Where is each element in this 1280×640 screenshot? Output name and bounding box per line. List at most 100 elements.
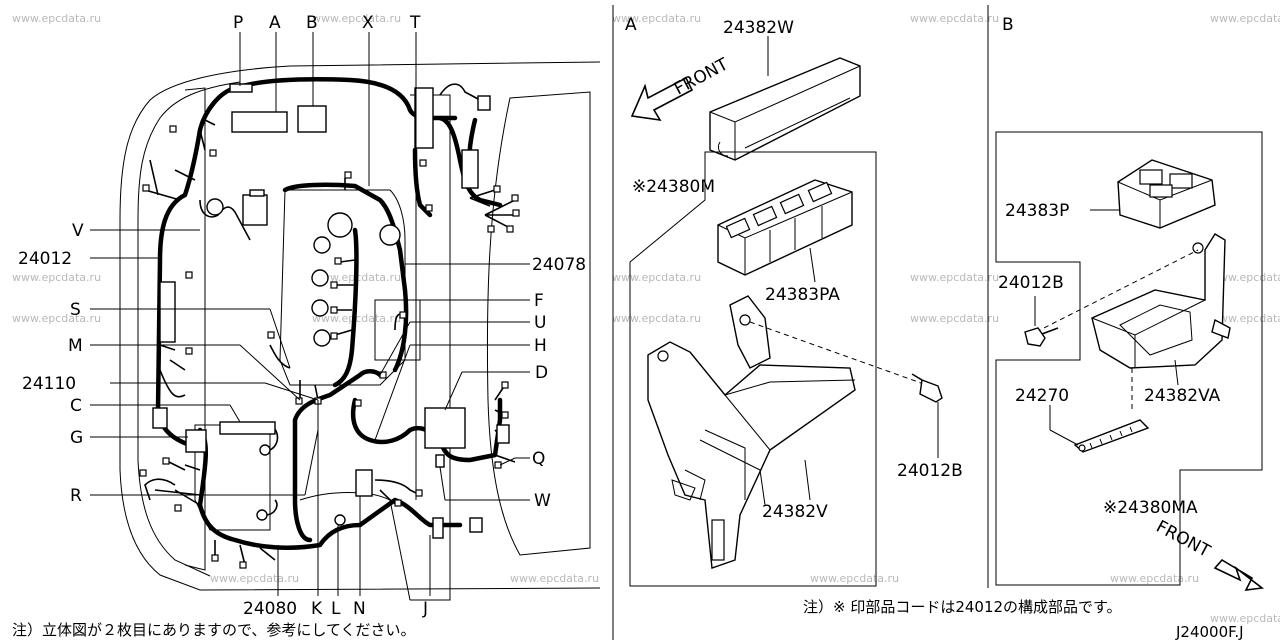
branch-wire bbox=[144, 119, 216, 201]
fuse-block-outline bbox=[374, 299, 421, 361]
main-harness bbox=[155, 85, 238, 448]
watermark: www.epcdata.ru bbox=[510, 572, 599, 585]
callout-q: Q bbox=[532, 449, 545, 469]
leader-line bbox=[1049, 429, 1079, 446]
clip-w bbox=[435, 454, 445, 468]
callout-x: X bbox=[362, 13, 374, 33]
engine-block-outline bbox=[279, 189, 406, 386]
watermark: www.epcdata.ru bbox=[12, 312, 101, 325]
front-arrow-icon bbox=[630, 76, 694, 122]
callout-r: R bbox=[70, 486, 82, 506]
kit-bracket-frame-b bbox=[995, 131, 1263, 586]
small-connector bbox=[425, 204, 433, 212]
callout-p: P bbox=[233, 13, 243, 33]
branch-wire bbox=[494, 384, 516, 463]
callout-24078: 24078 bbox=[532, 255, 586, 275]
small-connector bbox=[501, 381, 509, 389]
small-connector bbox=[139, 469, 147, 477]
small-connector bbox=[487, 225, 495, 233]
branch-wire bbox=[144, 459, 201, 506]
front-label-a: FRONT bbox=[671, 54, 732, 99]
engine-sensor bbox=[313, 236, 331, 254]
assembly-line bbox=[1035, 249, 1199, 333]
small-connector bbox=[330, 306, 338, 314]
small-connector bbox=[415, 489, 423, 497]
callout-24012b-a: 24012B bbox=[897, 461, 963, 481]
component-d bbox=[424, 407, 466, 449]
watermark: www.epcdata.ru bbox=[1210, 612, 1280, 625]
panel-b-heading: B bbox=[1002, 15, 1014, 35]
main-harness bbox=[292, 369, 383, 543]
callout-24383p: 24383P bbox=[1005, 201, 1069, 221]
ground-point bbox=[334, 514, 346, 526]
kit-bracket-frame bbox=[629, 151, 877, 587]
small-connector bbox=[354, 399, 362, 407]
callout-f: F bbox=[534, 291, 544, 311]
relay-b bbox=[297, 105, 327, 133]
front-arrow-icon bbox=[1213, 558, 1265, 591]
small-connector bbox=[493, 185, 501, 193]
battery-terminal-c bbox=[219, 421, 276, 435]
callout-24012b-b: 24012B bbox=[998, 273, 1064, 293]
callout-24012: 24012 bbox=[18, 249, 72, 269]
battery-post bbox=[259, 444, 271, 456]
connector-n bbox=[355, 469, 373, 497]
engine-sensor bbox=[327, 212, 353, 238]
small-connector bbox=[162, 457, 170, 465]
small-connector bbox=[394, 499, 402, 507]
relay-block-24383p bbox=[1117, 159, 1216, 229]
small-connector bbox=[174, 504, 182, 512]
component-box bbox=[461, 149, 479, 189]
small-connector bbox=[330, 332, 338, 340]
engine-sensor bbox=[313, 329, 331, 347]
fuse-box-case-24382va bbox=[1091, 233, 1231, 369]
callout-b: B bbox=[306, 13, 318, 33]
callout-24080: 24080 bbox=[243, 599, 297, 619]
connector bbox=[249, 189, 265, 197]
grommet bbox=[206, 198, 224, 216]
small-connector bbox=[211, 554, 219, 562]
small-connector bbox=[512, 209, 520, 217]
watermark: www.epcdata.ru bbox=[1210, 12, 1280, 25]
callout-s: S bbox=[70, 300, 81, 320]
callout-d: D bbox=[535, 363, 548, 383]
diagram-code: J24000F.J bbox=[1175, 623, 1244, 640]
branch-wire bbox=[439, 83, 481, 101]
callout-j: J bbox=[422, 599, 428, 619]
footnote-second-sheet: 注）立体図が２枚目にありますので、参考にしてください。 bbox=[12, 621, 416, 639]
watermark: www.epcdata.ru bbox=[810, 572, 899, 585]
connector-g bbox=[185, 429, 207, 453]
connector bbox=[469, 517, 483, 533]
small-connector bbox=[267, 331, 275, 339]
watermarks: www.epcdata.ru www.epcdata.ru www.epcdat… bbox=[12, 12, 1280, 625]
branch-wire bbox=[264, 424, 279, 516]
watermark: www.epcdata.ru bbox=[612, 12, 701, 25]
callout-w: W bbox=[534, 491, 551, 511]
callout-24382w: 24382W bbox=[723, 18, 794, 38]
harness-clip-s bbox=[159, 281, 176, 343]
small-connector bbox=[334, 257, 342, 265]
leader-line bbox=[804, 459, 811, 501]
callout-l: L bbox=[331, 599, 341, 619]
strut-tower-bracket bbox=[414, 87, 434, 149]
engine-sensor bbox=[311, 299, 329, 317]
fuse-box-case-24382v bbox=[647, 295, 856, 569]
watermark: www.epcdata.ru bbox=[312, 12, 401, 25]
body-outline-inner bbox=[137, 81, 241, 577]
connector bbox=[152, 407, 168, 429]
callout-t: T bbox=[409, 13, 421, 33]
small-connector bbox=[511, 194, 519, 202]
connector-p bbox=[229, 83, 253, 93]
relay-block-24383pa bbox=[717, 179, 853, 276]
callout-24110: 24110 bbox=[22, 374, 76, 394]
leader-line bbox=[1174, 359, 1179, 386]
watermark: www.epcdata.ru bbox=[12, 12, 101, 25]
clip-j bbox=[432, 517, 444, 539]
small-connector bbox=[399, 311, 407, 319]
callout-c: C bbox=[70, 396, 82, 416]
callout-24270: 24270 bbox=[1015, 386, 1069, 406]
watermark: www.epcdata.ru bbox=[910, 271, 999, 284]
small-connector bbox=[169, 125, 177, 133]
watermark: www.epcdata.ru bbox=[210, 572, 299, 585]
